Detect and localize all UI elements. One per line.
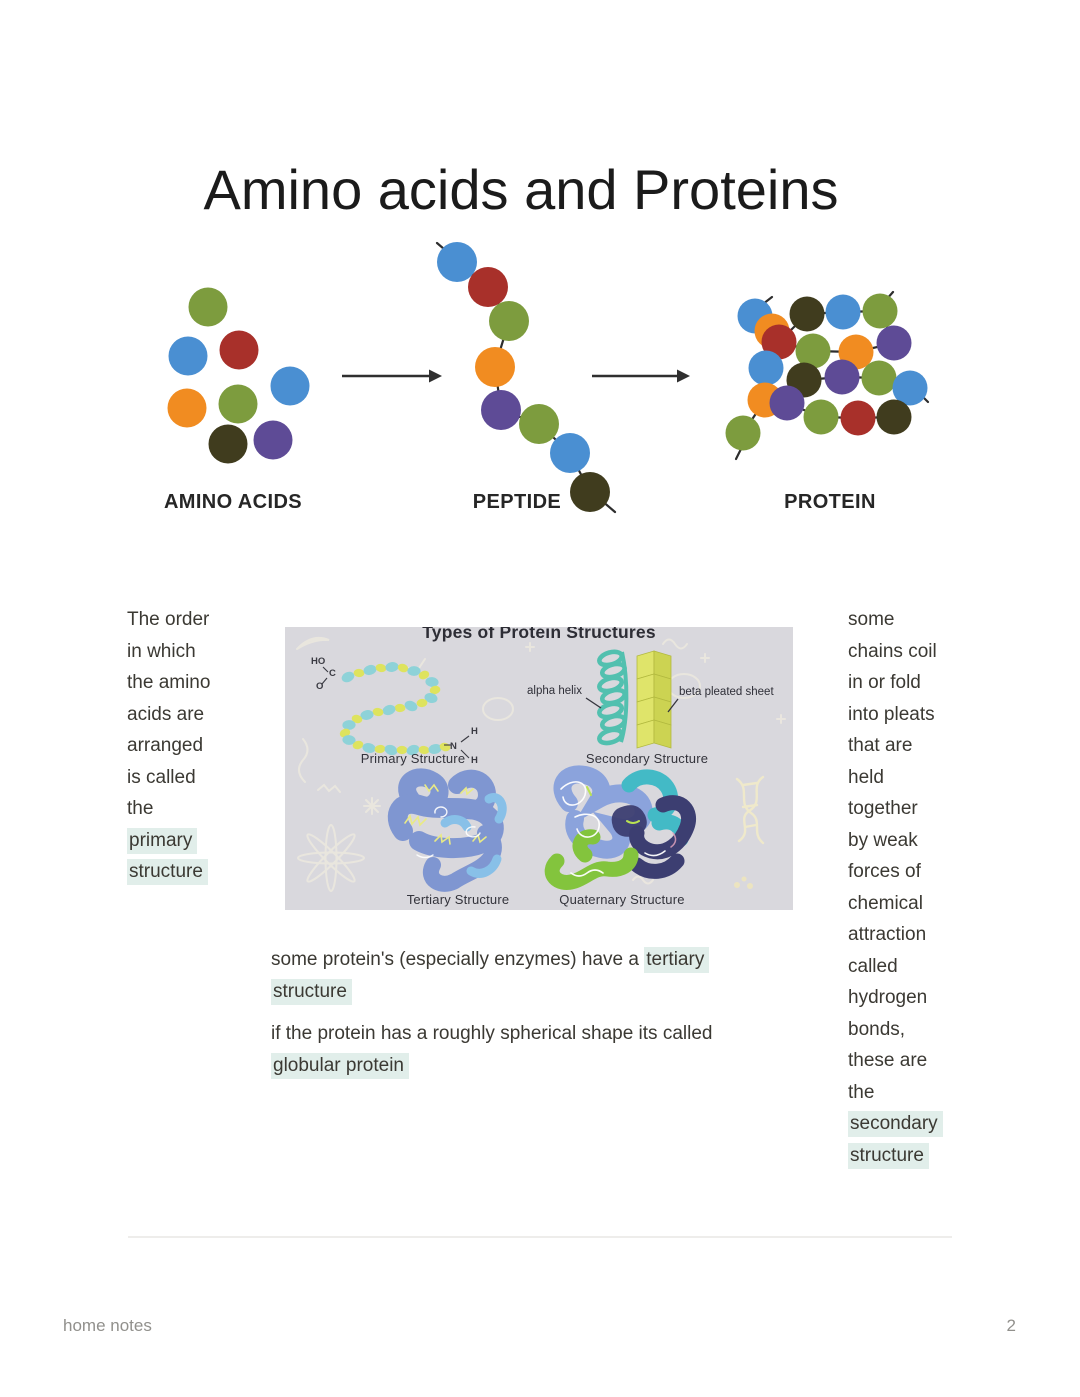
section-divider	[128, 1236, 952, 1238]
label-pointer-lines	[585, 697, 679, 713]
chem-bond-lines	[321, 666, 470, 759]
protein-label: PROTEIN	[784, 491, 876, 513]
note-text: some chains coil in or fold into pleats …	[848, 609, 937, 1103]
highlight-secondary-structure: secondary structure	[848, 1111, 943, 1169]
highlight-primary-structure: primary structure	[127, 827, 208, 885]
c-label: C	[329, 668, 336, 679]
protein-structures-image: HO C O N H H	[285, 627, 793, 910]
beta-pleated-sheet-label: beta pleated sheet	[679, 686, 774, 698]
note-text: The order in which the amino acids are a…	[127, 609, 211, 819]
n-label: N	[450, 741, 457, 752]
tertiary-structure-paragraph: some protein's (especially enzymes) have…	[271, 944, 783, 1008]
primary-structure-label: Primary Structure	[360, 751, 466, 766]
dna-doodle	[735, 775, 765, 845]
image-title: Types of Protein Structures	[422, 627, 656, 642]
tertiary-structure-label: Tertiary Structure	[406, 892, 510, 907]
ho-label: HO	[311, 656, 325, 667]
beta-pleated-sheet-art	[636, 650, 672, 749]
h-top-label: H	[471, 726, 478, 737]
quaternary-structure-art	[544, 765, 696, 890]
footer-page-name: home notes	[63, 1316, 152, 1335]
o-label: O	[316, 681, 323, 692]
paw-dots-doodle	[734, 876, 753, 889]
primary-structure-chain	[339, 662, 451, 756]
chain-end-groups: HO C O N H H	[311, 656, 478, 766]
alpha-helix-art	[597, 649, 629, 746]
highlight-globular-protein: globular protein	[271, 1053, 409, 1079]
footer-page-number: 2	[1006, 1316, 1016, 1335]
peptide-label: PEPTIDE	[472, 491, 562, 513]
secondary-structure-note: some chains coil in or fold into pleats …	[848, 604, 954, 1171]
amino-peptide-protein-diagram	[167, 241, 930, 514]
protein-structures-art: HO C O N H H	[296, 636, 786, 892]
paragraph-text: some protein's (especially enzymes) have…	[271, 949, 645, 970]
alpha-helix-label: alpha helix	[527, 685, 582, 697]
page-title: Amino acids and Proteins	[203, 158, 839, 221]
globular-protein-paragraph: if the protein has a roughly spherical s…	[271, 1018, 783, 1082]
primary-structure-note: The order in which the amino acids are a…	[127, 604, 229, 888]
paragraph-text: if the protein has a roughly spherical s…	[271, 1023, 713, 1044]
h-bottom-label: H	[471, 755, 478, 766]
secondary-structure-label: Secondary Structure	[585, 751, 709, 766]
quaternary-structure-label: Quaternary Structure	[559, 892, 685, 907]
tertiary-structure-art	[387, 768, 507, 892]
amino-acids-label: AMINO ACIDS	[163, 491, 303, 513]
